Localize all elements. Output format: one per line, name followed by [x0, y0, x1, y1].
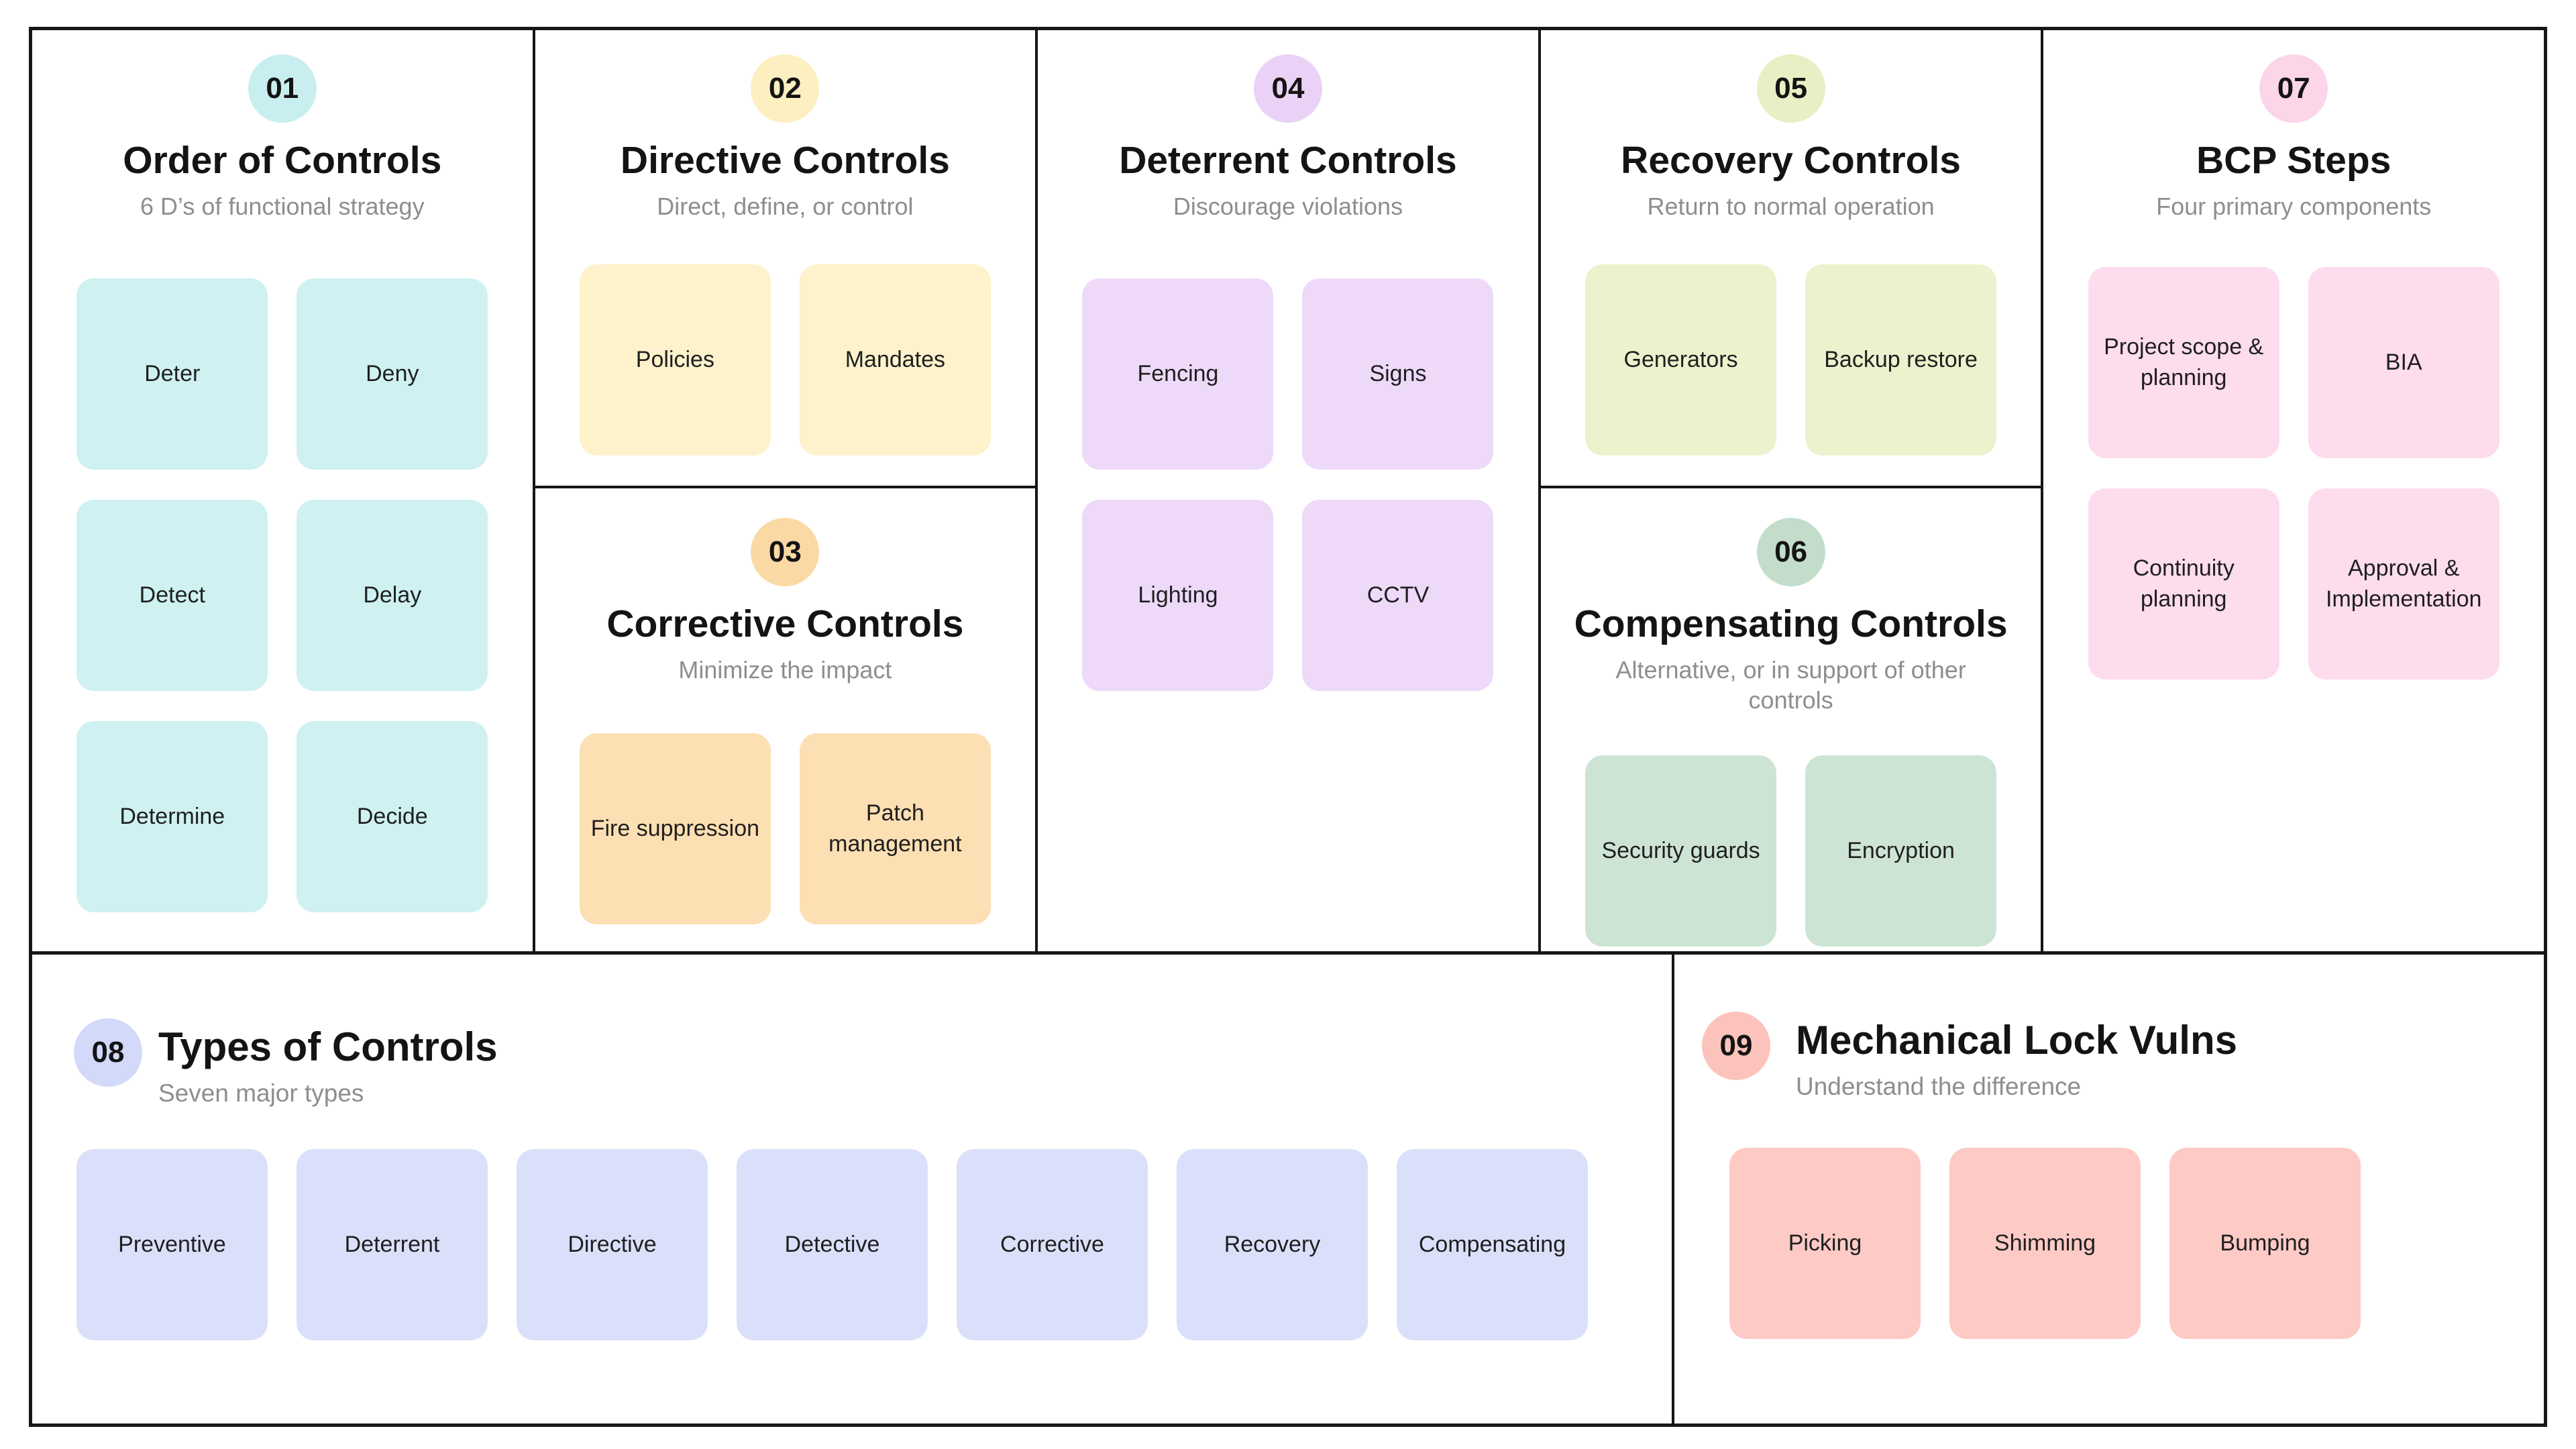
section-number-badge: 07	[2259, 54, 2328, 123]
card-continuity-planning: Continuity planning	[2088, 488, 2279, 680]
card-patch-management: Patch management	[799, 733, 991, 925]
card-corrective-type: Corrective	[957, 1149, 1148, 1340]
section-header: 09 Mechanical Lock Vulns Understand the …	[1702, 1012, 2544, 1101]
card-approval-implementation: Approval & Implementation	[2308, 488, 2500, 680]
section-number-badge: 03	[751, 518, 820, 586]
section-title: Order of Controls	[123, 139, 442, 182]
card-signs: Signs	[1302, 278, 1494, 470]
section-corrective-controls: 03 Corrective Controls Minimize the impa…	[535, 488, 1036, 951]
section-mechanical-lock-vulns: 09 Mechanical Lock Vulns Understand the …	[1674, 955, 2544, 1424]
section-bcp-steps: 07 BCP Steps Four primary components Pro…	[2043, 30, 2544, 951]
card-shimming: Shimming	[1949, 1148, 2141, 1339]
column-directive-corrective: 02 Directive Controls Direct, define, or…	[535, 30, 1038, 951]
card-encryption: Encryption	[1805, 755, 1997, 947]
section-title: Types of Controls	[158, 1024, 498, 1069]
card-backup-restore: Backup restore	[1805, 264, 1997, 456]
section-header-text: Mechanical Lock Vulns Understand the dif…	[1796, 1012, 2237, 1101]
card-detect: Detect	[76, 500, 268, 692]
section-subtitle: Direct, define, or control	[657, 193, 914, 221]
section-subtitle: Seven major types	[158, 1079, 364, 1107]
section-deterrent-controls: 04 Deterrent Controls Discourage violati…	[1038, 30, 1541, 951]
study-sheet-frame: 01 Order of Controls 6 D’s of functional…	[29, 27, 2547, 1427]
section-subtitle: Minimize the impact	[678, 656, 892, 684]
section-subtitle: Return to normal operation	[1647, 193, 1935, 221]
card-fire-suppression: Fire suppression	[579, 733, 771, 925]
section-title: Mechanical Lock Vulns	[1796, 1018, 2237, 1063]
section-header-text: Types of Controls Seven major types	[158, 1018, 498, 1108]
card-grid: Fencing Signs Lighting CCTV	[1038, 278, 1538, 692]
card-directive-type: Directive	[517, 1149, 708, 1340]
section-title: BCP Steps	[2196, 139, 2392, 182]
section-title: Deterrent Controls	[1119, 139, 1457, 182]
card-grid: Fire suppression Patch management	[535, 733, 1036, 925]
card-mandates: Mandates	[799, 264, 991, 456]
column-recovery-compensating: 05 Recovery Controls Return to normal op…	[1540, 30, 2044, 951]
section-subtitle: Discourage violations	[1173, 193, 1403, 221]
section-subtitle: Four primary components	[2156, 193, 2432, 221]
section-subtitle: Understand the difference	[1796, 1073, 2082, 1100]
card-grid: Policies Mandates	[535, 264, 1036, 456]
card-compensating-type: Compensating	[1397, 1149, 1588, 1340]
section-title: Recovery Controls	[1621, 139, 1961, 182]
section-compensating-controls: 06 Compensating Controls Alternative, or…	[1541, 488, 2041, 951]
bottom-row: 08 Types of Controls Seven major types P…	[32, 955, 2544, 1424]
card-lighting: Lighting	[1082, 500, 1274, 692]
card-security-guards: Security guards	[1585, 755, 1777, 947]
card-grid: Project scope & planning BIA Continuity …	[2043, 267, 2544, 680]
card-generators: Generators	[1585, 264, 1777, 456]
section-number-badge: 04	[1253, 54, 1322, 123]
card-fencing: Fencing	[1082, 278, 1274, 470]
card-bumping: Bumping	[2169, 1148, 2361, 1339]
section-header: 08 Types of Controls Seven major types	[74, 1018, 1672, 1108]
card-preventive: Preventive	[76, 1149, 268, 1340]
section-types-of-controls: 08 Types of Controls Seven major types P…	[32, 955, 1674, 1424]
card-grid: Generators Backup restore	[1541, 264, 2041, 456]
section-order-of-controls: 01 Order of Controls 6 D’s of functional…	[32, 30, 535, 951]
section-title: Directive Controls	[620, 139, 950, 182]
card-row: Picking Shimming Bumping	[1729, 1148, 2544, 1339]
top-row: 01 Order of Controls 6 D’s of functional…	[32, 30, 2544, 955]
section-number-badge: 08	[74, 1018, 142, 1087]
section-number-badge: 01	[248, 54, 317, 123]
section-number-badge: 06	[1756, 518, 1825, 586]
card-decide: Decide	[297, 721, 488, 913]
card-bia: BIA	[2308, 267, 2500, 459]
card-deny: Deny	[297, 278, 488, 470]
card-grid: Deter Deny Detect Delay Determine Decide	[32, 278, 533, 913]
card-delay: Delay	[297, 500, 488, 692]
section-recovery-controls: 05 Recovery Controls Return to normal op…	[1540, 30, 2041, 488]
card-deterrent-type: Deterrent	[297, 1149, 488, 1340]
section-directive-controls: 02 Directive Controls Direct, define, or…	[535, 30, 1036, 488]
section-number-badge: 05	[1756, 54, 1825, 123]
card-cctv: CCTV	[1302, 500, 1494, 692]
card-deter: Deter	[76, 278, 268, 470]
card-recovery-type: Recovery	[1177, 1149, 1368, 1340]
card-policies: Policies	[579, 264, 771, 456]
card-project-scope-planning: Project scope & planning	[2088, 267, 2279, 459]
section-number-badge: 02	[751, 54, 820, 123]
section-subtitle: 6 D’s of functional strategy	[140, 193, 425, 221]
section-title: Compensating Controls	[1574, 602, 2008, 645]
card-determine: Determine	[76, 721, 268, 913]
card-grid: Security guards Encryption	[1541, 755, 2041, 947]
section-title: Corrective Controls	[606, 602, 964, 645]
card-picking: Picking	[1729, 1148, 1921, 1339]
card-detective-type: Detective	[737, 1149, 928, 1340]
card-row: Preventive Deterrent Directive Detective…	[76, 1149, 1672, 1340]
section-subtitle: Alternative, or in support of other cont…	[1615, 656, 1966, 714]
section-number-badge: 09	[1702, 1012, 1770, 1080]
